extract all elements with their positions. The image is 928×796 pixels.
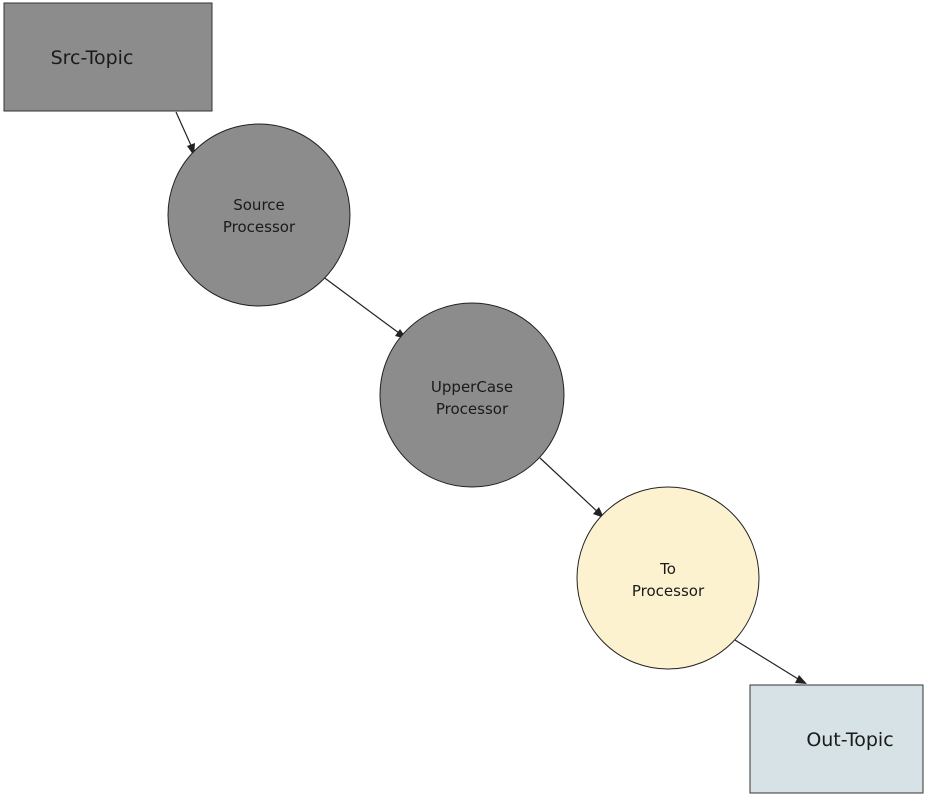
to-processor-label-line1: To (659, 560, 676, 578)
arrowhead-icon (593, 507, 604, 518)
uppercase-processor-label-line1: UpperCase (431, 378, 513, 396)
to-processor-circle (576, 486, 760, 670)
uppercase-processor-node[interactable]: UpperCase Processor (379, 302, 565, 488)
out-topic-label: Out-Topic (806, 729, 893, 751)
to-processor-label-line2: Processor (632, 582, 705, 600)
source-processor-label-line1: Source (233, 196, 285, 214)
source-processor-node[interactable]: Source Processor (167, 123, 351, 307)
src-topic-box (3, 2, 213, 112)
source-processor-circle (167, 123, 351, 307)
edge-uppercase-processor-to-to-processor (539, 457, 604, 518)
source-processor-label-line2: Processor (223, 218, 296, 236)
arrowhead-icon (795, 675, 807, 684)
out-topic-node[interactable]: Out-Topic (749, 684, 924, 794)
edge-src-topic-to-source-processor (175, 111, 195, 156)
edge-to-processor-to-out-topic (734, 639, 807, 684)
out-topic-box (749, 684, 924, 794)
src-topic-label: Src-Topic (51, 47, 134, 69)
uppercase-processor-label-line2: Processor (436, 400, 509, 418)
src-topic-node[interactable]: Src-Topic (3, 2, 213, 112)
uppercase-processor-circle (379, 302, 565, 488)
edge-source-processor-to-uppercase-processor (321, 275, 407, 339)
to-processor-node[interactable]: To Processor (576, 486, 760, 670)
